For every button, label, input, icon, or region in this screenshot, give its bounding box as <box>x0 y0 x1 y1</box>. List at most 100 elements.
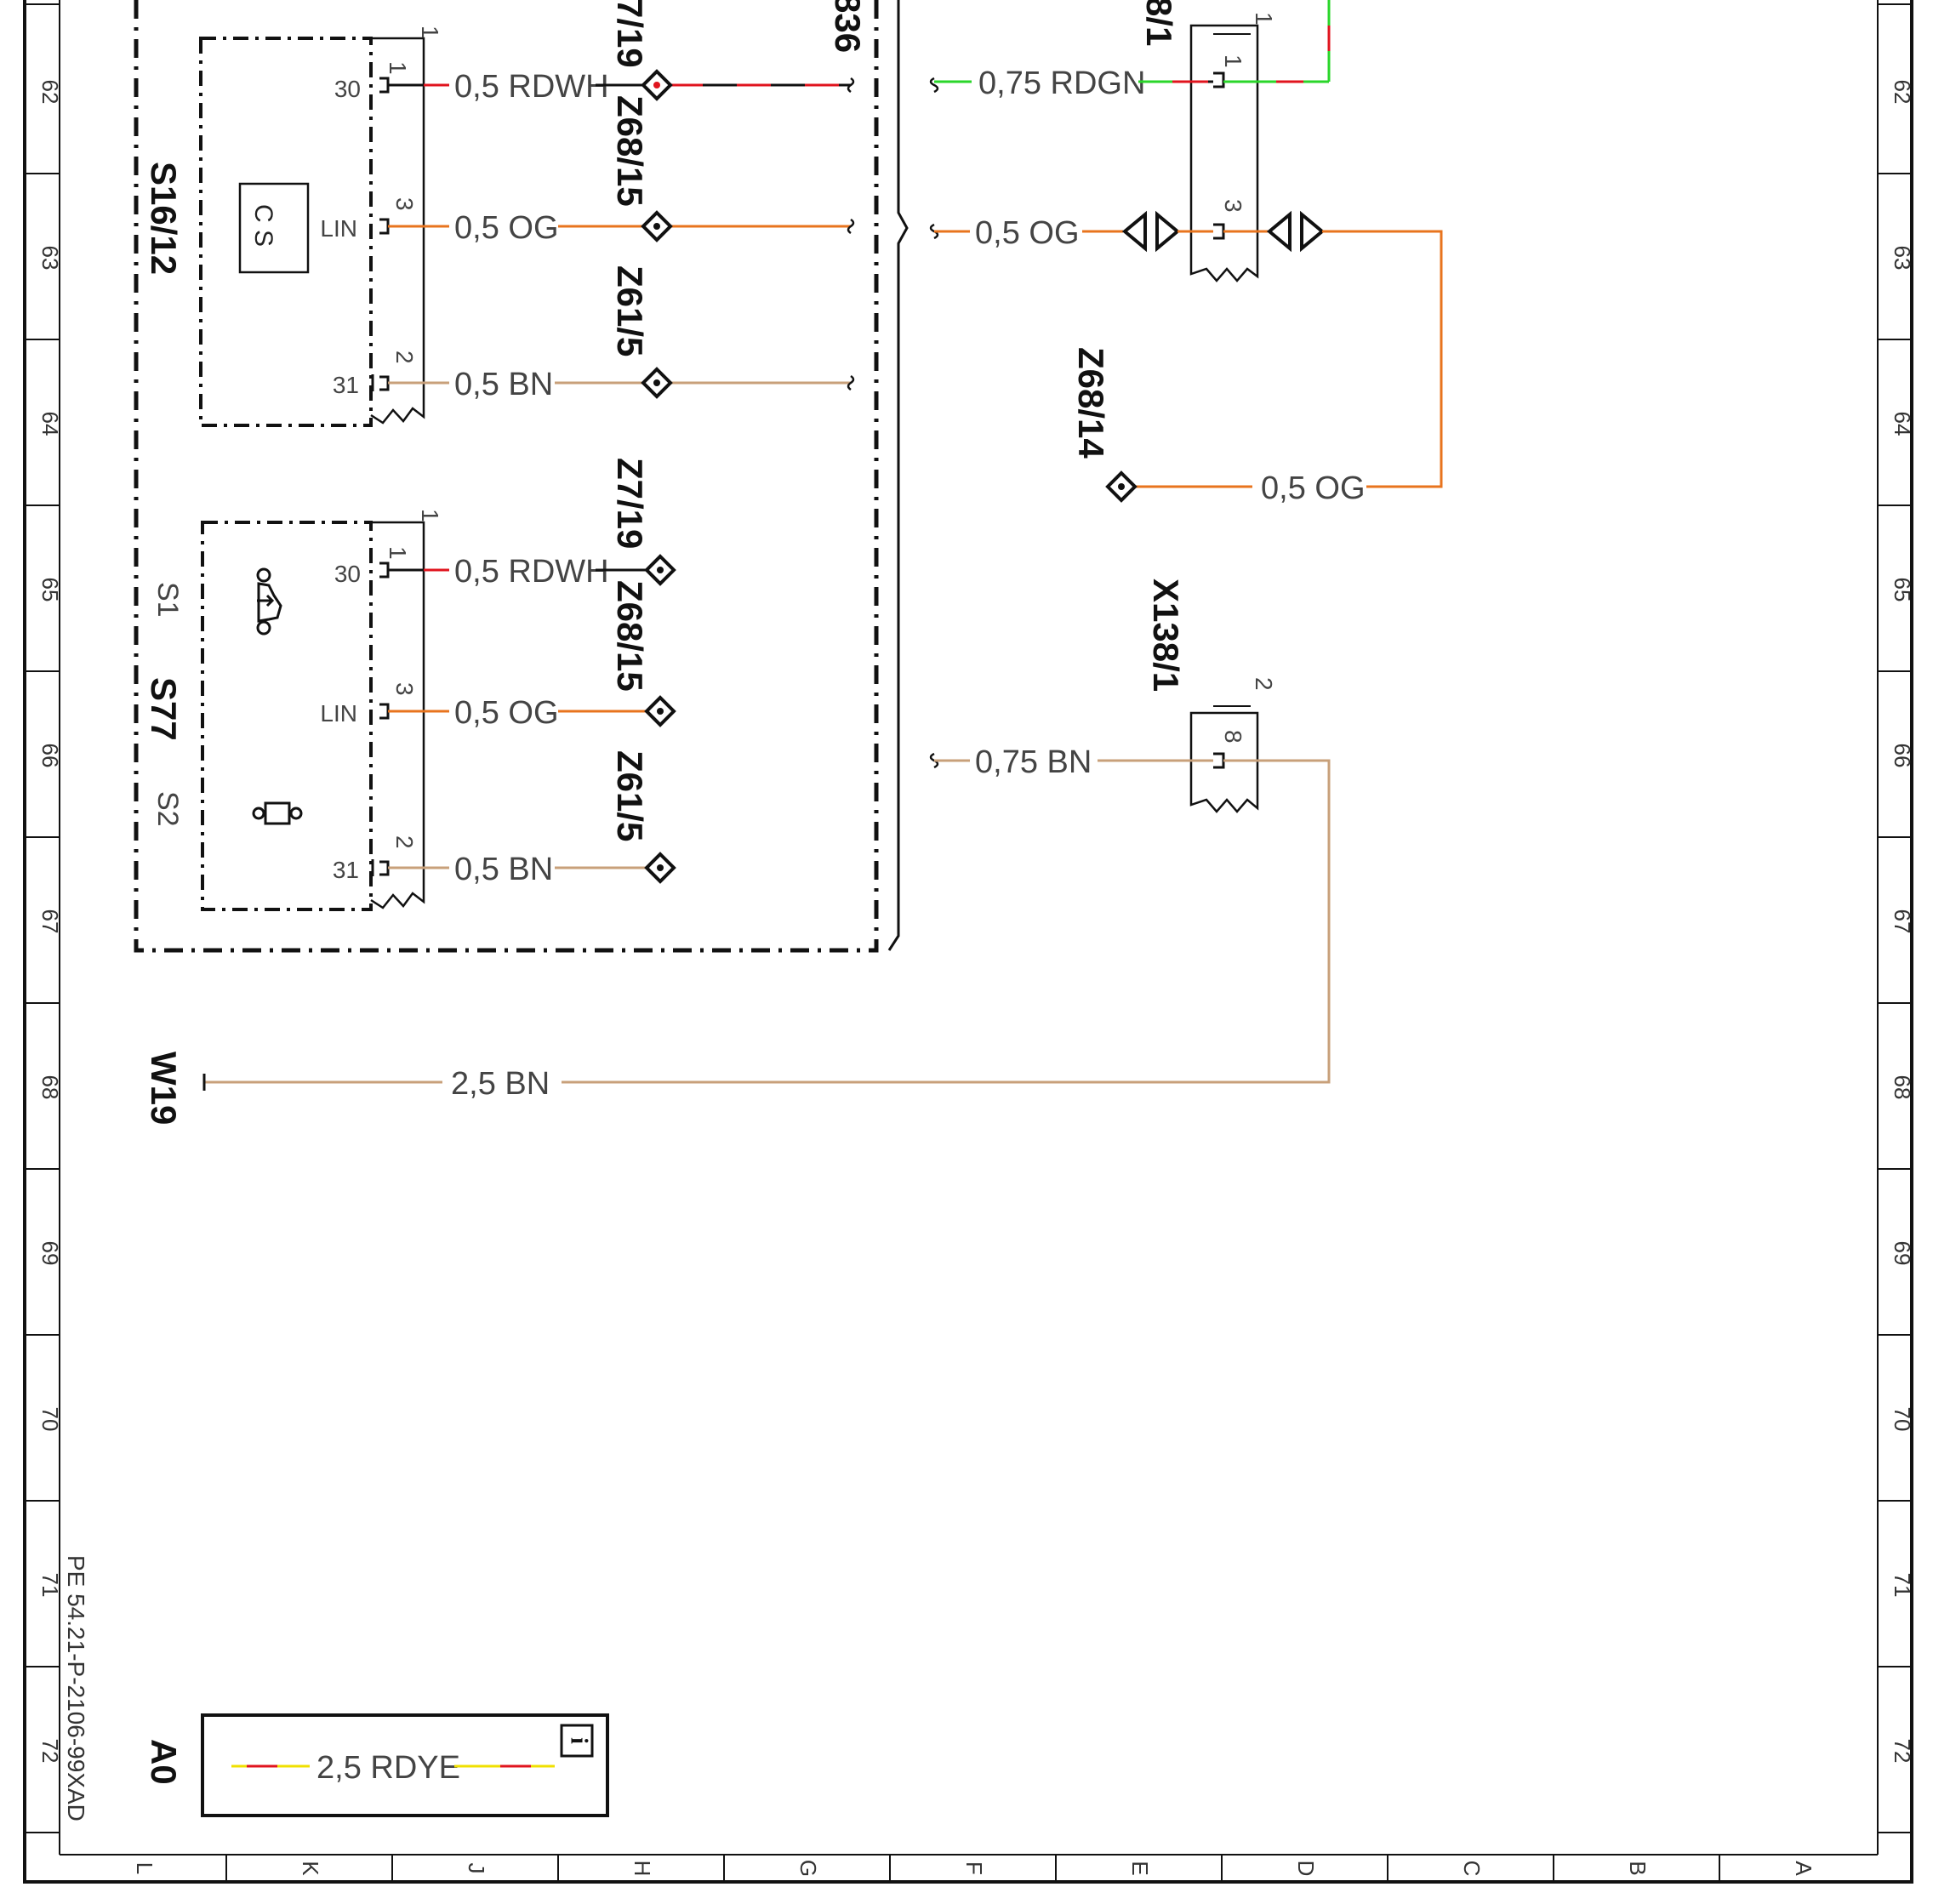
connector-outline <box>370 37 425 425</box>
column-letter: H <box>630 1861 655 1877</box>
splice-label-z68-14: Z68/14 <box>1071 347 1111 459</box>
row-number: 63 <box>37 246 63 271</box>
s16-12-symbol-text: C S <box>249 204 277 247</box>
splice-label-z61-5: Z61/5 <box>610 265 650 356</box>
connector-pin-number: 1 <box>1220 54 1246 68</box>
wire-label-a0-rdye: 2,5 RDYE <box>316 1750 460 1786</box>
wire-label-og-z68-14: 0,5 OG <box>1261 470 1366 506</box>
splice-label-z68-15: Z68/15 <box>610 95 650 207</box>
lock-actuator-icon <box>252 801 303 825</box>
s77-switch: S77 S1 S2 30 LIN 31 1 1 3 2 <box>144 509 443 911</box>
pin-label-31: 31 <box>333 857 359 883</box>
row-number: 64 <box>37 412 63 436</box>
s77-sub-label-s2: S2 <box>151 791 184 827</box>
wire-label-s77-rdwh: 0,5 RDWH <box>454 554 609 590</box>
column-letter: K <box>298 1861 323 1876</box>
x138-1-connector: X138/1 2 8 <box>1146 579 1277 813</box>
row-number: 65 <box>37 578 63 602</box>
connector-outline <box>1189 711 1259 813</box>
row-number: 66 <box>1890 744 1915 768</box>
splice-label-z61-5: Z61/5 <box>610 750 650 841</box>
s16-12-label: S16/12 <box>144 162 184 275</box>
pin-terminal <box>1213 223 1225 240</box>
column-letter: G <box>795 1860 821 1877</box>
column-letter: B <box>1625 1861 1651 1875</box>
s77-wires: 0,5 RDWH 0,5 OG 0,5 BN <box>388 554 647 887</box>
s16-12-switch: S16/12 C S 30 LIN 31 1 1 3 2 <box>144 26 443 427</box>
enclosure-brace <box>887 0 909 951</box>
column-letter: L <box>132 1862 157 1874</box>
row-number: 67 <box>37 909 63 934</box>
wire-label-s77-og: 0,5 OG <box>454 695 559 731</box>
pin-terminal <box>1213 71 1225 88</box>
wire-label-s77-bn: 0,5 BN <box>454 852 553 887</box>
pin-label-lin: LIN <box>320 700 357 727</box>
coupling-arrow <box>1266 210 1292 253</box>
x138-upper-connector: 8/1 1 1 3 <box>1139 0 1277 282</box>
row-number: 72 <box>1890 1739 1915 1764</box>
s16-12-wires: 0,5 RDWH 0,5 OG 0,5 BN <box>388 69 855 402</box>
splice-label-z7-19-top: 7/19 <box>610 0 650 68</box>
coupling-arrow <box>1300 210 1326 253</box>
connector-tag: 1 <box>1251 12 1277 26</box>
coupling-arrow <box>1155 210 1181 253</box>
s16-12-symbol-box <box>238 182 310 274</box>
partial-component-label: 836 <box>828 0 868 53</box>
row-numbers-right: 62 63 64 65 66 67 68 69 70 71 72 <box>1890 80 1915 1764</box>
row-number: 71 <box>37 1573 63 1598</box>
connector-pin-number: 1 <box>417 26 443 39</box>
s16-12-dashed-box <box>199 37 373 427</box>
w19-label: W19 <box>144 1052 184 1125</box>
column-letter: J <box>464 1863 489 1874</box>
wire-label-s16-og: 0,5 OG <box>454 210 559 246</box>
pin-label-30: 30 <box>334 76 361 102</box>
connector-pin-number: 2 <box>391 835 418 849</box>
rdgn-wire: 0,75 RDGN <box>929 0 1331 101</box>
splice-label-z68-15: Z68/15 <box>610 580 650 692</box>
row-number: 69 <box>37 1241 63 1266</box>
a0-label: A0 <box>144 1739 184 1785</box>
pin-label-lin: LIN <box>320 215 357 242</box>
info-icon-box <box>560 1724 594 1758</box>
row-number: 68 <box>37 1075 63 1100</box>
row-number: 62 <box>37 80 63 105</box>
row-numbers-left: 62 63 64 65 66 67 68 69 70 71 72 <box>37 80 63 1764</box>
coupling-arrow <box>1121 210 1147 253</box>
pin-terminal <box>1213 752 1225 769</box>
row-number: 72 <box>37 1739 63 1764</box>
s77-dashed-box <box>201 521 373 911</box>
wire-label-w19-bn: 2,5 BN <box>451 1066 550 1102</box>
row-number: 65 <box>1890 578 1915 602</box>
row-number: 66 <box>37 744 63 768</box>
row-dividers <box>25 3 1912 1833</box>
connector-outline <box>1189 24 1259 282</box>
bn-wire-right: 0,75 BN 2,5 BN <box>202 744 1331 1102</box>
row-number: 69 <box>1890 1241 1915 1266</box>
drawing-frame <box>23 0 1913 1884</box>
splices-lower: Z7/19 Z68/15 Z61/5 <box>610 458 676 884</box>
x138-upper-label: 8/1 <box>1139 0 1179 46</box>
x138-1-label: X138/1 <box>1146 579 1186 692</box>
row-number: 63 <box>1890 246 1915 271</box>
column-letter: D <box>1293 1861 1319 1877</box>
row-number: 67 <box>1890 909 1915 934</box>
connector-pin-number: 2 <box>391 351 418 364</box>
connector-outline <box>370 521 425 909</box>
row-number: 70 <box>1890 1407 1915 1432</box>
connector-pin-number: 1 <box>417 509 443 522</box>
row-number: 62 <box>1890 80 1915 105</box>
connector-pin-number: 1 <box>385 546 411 560</box>
connector-tag: 2 <box>1251 677 1277 691</box>
column-dividers <box>225 1855 1720 1882</box>
pin-label-31: 31 <box>333 372 359 398</box>
wire-label-s16-bn: 0,5 BN <box>454 367 553 402</box>
wire-label-og-right: 0,5 OG <box>975 215 1080 251</box>
row-number: 71 <box>1890 1573 1915 1598</box>
pin-label-30: 30 <box>334 561 361 587</box>
column-letter: E <box>1127 1861 1153 1875</box>
og-wire-right: 0,5 OG 0,5 OG Z68/14 <box>929 210 1443 506</box>
row-number: 70 <box>37 1407 63 1432</box>
a0-component: A0 i 2,5 RDYE <box>144 1713 609 1817</box>
wire-label-bn-right: 0,75 BN <box>975 744 1092 780</box>
